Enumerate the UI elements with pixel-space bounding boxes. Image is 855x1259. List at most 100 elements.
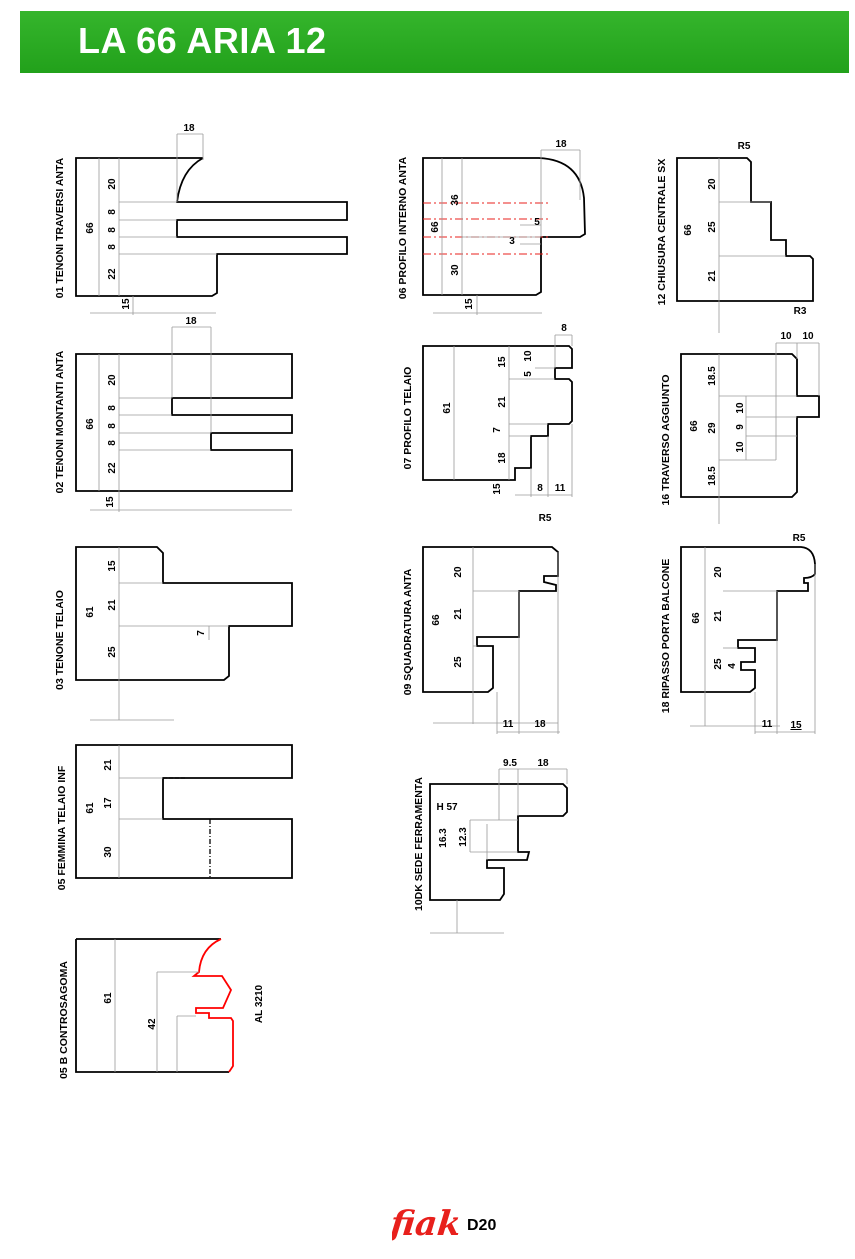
profile-16-traverso-aggiunto: 10 10 66 18.5 29 18.5 10 9 10 16 TRAVERS… [660,331,820,524]
dim-p06-1: 36 [450,194,461,206]
dim-p07-8: 8 [537,483,543,494]
label-p09: 09 SQUADRATURA ANTA [402,568,414,695]
dim-p01-2: 8 [107,209,118,215]
dim-p18-2: 21 [713,610,724,622]
dim-p16-a: 10 [780,331,792,342]
dim-p16-4: 10 [735,402,746,414]
dim-p18-height: 66 [691,612,702,624]
dim-p16-5: 9 [735,424,746,430]
fiak-logo: fiak [392,1204,462,1241]
dim-p05-2: 17 [103,797,114,809]
profile-18-ripasso-porta-balcone: R5 66 20 21 25 4 11 15 18 RIPASSO PORTA … [660,533,816,734]
label-p05b: 05 B CONTROSAGOMA [58,961,70,1079]
dim-p05b-height: 61 [103,992,114,1004]
page-code: D20 [467,1217,497,1234]
dim-p01-height: 66 [85,222,96,234]
profile-07-profilo-telaio: 8 61 15 10 5 21 7 18 15 8 11 R5 07 PROFI… [402,323,573,524]
dim-p03-1: 15 [107,560,118,572]
dim-p12-r-top: R5 [738,141,751,152]
dim-p10dk-3: 16.3 [438,828,449,848]
label-p18: 18 RIPASSO PORTA BALCONE [660,559,672,713]
dim-p02-2: 8 [107,405,118,411]
profile-05-femmina-telaio-inf: 61 21 17 30 05 FEMMINA TELAIO INF [56,744,293,890]
dim-p09-5: 18 [534,719,546,730]
dim-p12-2: 25 [707,221,718,233]
dim-p07-5: 7 [492,427,503,433]
dim-p18-3: 25 [713,658,724,670]
label-p06: 06 PROFILO INTERNO ANTA [397,156,409,299]
profile-06-profilo-interno-anta: 18 66 36 30 5 3 15 06 PROFILO INTERNO AN… [397,139,586,315]
dim-p02-bottom: 15 [105,496,116,508]
label-p12: 12 CHIUSURA CENTRALE SX [656,159,668,306]
dim-p12-1: 20 [707,178,718,190]
dim-p07-6: 18 [497,452,508,464]
dim-p01-3: 8 [107,227,118,233]
label-p05: 05 FEMMINA TELAIO INF [56,765,68,890]
profile-05b-controsagoma: 61 42 AL 3210 05 B CONTROSAGOMA [58,938,265,1079]
note-p05b-al: AL 3210 [254,984,265,1023]
label-p02: 02 TENONI MONTANTI ANTA [54,350,66,493]
dim-p07-3: 5 [523,371,534,377]
dim-p05-3: 30 [103,846,114,858]
label-p10dk: 10DK SEDE FERRAMENTA [413,777,425,911]
dim-p07-top: 8 [561,323,567,334]
profile-01-tenoni-traversi-anta: 18 66 20 8 8 8 22 15 01 TENONI TRAVERSI … [54,123,348,315]
dim-p06-4: 3 [509,236,515,247]
dim-p18-5: 11 [762,719,773,730]
profile-03-tenone-telaio: 61 15 21 25 7 03 TENONE TELAIO [54,546,293,721]
dim-p06-height: 66 [430,221,441,233]
dim-p07-2: 10 [523,350,534,362]
dim-p09-3: 25 [453,656,464,668]
dim-p16-6: 10 [735,441,746,453]
dim-p16-2: 29 [707,422,718,434]
page-title: LA 66 ARIA 12 [78,20,327,61]
dim-p06-bottom: 15 [464,298,475,310]
profile-09-squadratura-anta: 66 20 21 25 11 18 09 SQUADRATURA ANTA [402,546,560,734]
dim-p03-height: 61 [85,606,96,618]
dim-p01-top: 18 [183,123,195,134]
dim-p12-r-bottom: R3 [794,306,807,317]
dim-p02-4: 8 [107,440,118,446]
dim-p07-9: 11 [555,483,566,494]
dim-p07-height: 61 [442,402,453,414]
dim-p05-1: 21 [103,759,114,771]
dim-p09-4: 11 [503,719,514,730]
dim-p01-1: 20 [107,178,118,190]
dim-p10dk-h: H 57 [436,802,458,813]
dim-p03-3: 25 [107,646,118,658]
dim-p10dk-2: 18 [537,758,549,769]
dim-p02-3: 8 [107,423,118,429]
profile-10dk-sede-ferramenta: 9.5 18 H 57 16.3 12.3 10DK SEDE FERRAMEN… [413,758,568,934]
dim-p16-b: 10 [802,331,814,342]
dim-p16-3: 18.5 [707,466,718,486]
label-p01: 01 TENONI TRAVERSI ANTA [54,157,66,298]
dim-p07-1: 15 [497,356,508,368]
dim-p16-height: 66 [689,420,700,432]
label-p03: 03 TENONE TELAIO [54,590,66,690]
profile-12-chiusura-centrale-sx: R5 R3 66 20 25 21 12 CHIUSURA CENTRALE S… [656,141,814,333]
dim-p05b-2: 42 [147,1018,158,1030]
dim-p02-top: 18 [185,316,197,327]
dim-p02-height: 66 [85,418,96,430]
dim-p07-7: 15 [492,483,503,495]
dim-p03-4: 7 [196,630,207,636]
dim-p09-2: 21 [453,608,464,620]
dim-p18-4: 4 [727,663,738,669]
dim-p01-5: 22 [107,268,118,280]
dim-p01-4: 8 [107,244,118,250]
dim-p03-2: 21 [107,599,118,611]
dim-p10dk-4: 12.3 [458,827,469,847]
dim-p07-4: 21 [497,396,508,408]
profile-02-tenoni-montanti-anta: 18 66 20 8 8 8 22 15 02 TENONI MONTANTI … [54,316,293,512]
dim-p07-radius: R5 [539,513,552,524]
title-banner: LA 66 ARIA 12 [20,11,849,73]
dim-p02-1: 20 [107,374,118,386]
dim-p02-5: 22 [107,462,118,474]
dim-p18-6: 15 [790,720,802,731]
dim-p16-1: 18.5 [707,366,718,386]
dim-p12-3: 21 [707,270,718,282]
dim-p06-top: 18 [555,139,567,150]
dim-p01-bottom: 15 [121,298,132,310]
label-p07: 07 PROFILO TELAIO [402,367,414,470]
